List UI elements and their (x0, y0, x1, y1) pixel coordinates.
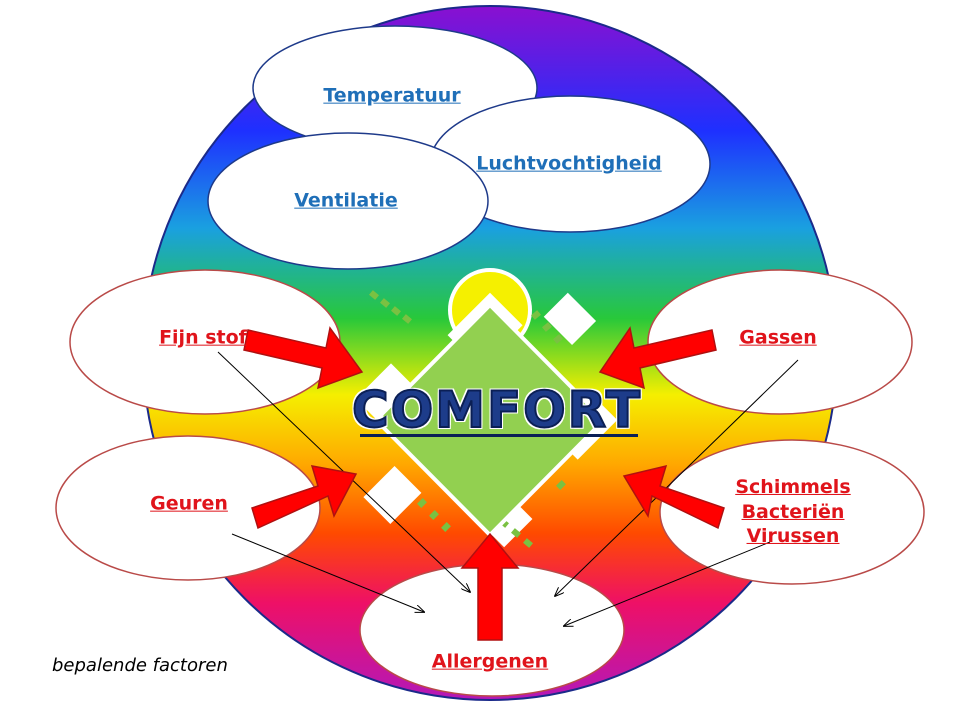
factor-ventilatie: Ventilatie (294, 189, 398, 212)
factor-schimmels: Schimmels (735, 475, 851, 498)
connector-gassen (555, 359, 799, 596)
factor-fijn-stof: Fijn stof (159, 326, 247, 349)
arrow-allergenen (460, 532, 520, 641)
arrow-fijn-stof (243, 326, 364, 390)
factor-group-microbes: Schimmels Bacteriën Virussen (723, 475, 863, 549)
factor-temperatuur: Temperatuur (323, 84, 461, 107)
arrow-gassen (598, 326, 717, 390)
ellipse-ventilatie (207, 132, 489, 270)
factor-luchtvochtigheid: Luchtvochtigheid (476, 152, 662, 175)
connector-geuren (231, 533, 424, 612)
arrow-schimmels (622, 464, 725, 530)
ellipse-gassen (647, 269, 913, 415)
factor-bacterien: Bacteriën (741, 500, 845, 523)
factor-geuren: Geuren (150, 492, 228, 515)
factor-virussen: Virussen (746, 525, 840, 548)
ellipse-schimmels (659, 439, 925, 585)
center-label-comfort: COMFORT (351, 380, 642, 440)
ellipse-geuren (55, 435, 321, 581)
factor-allergenen: Allergenen (431, 650, 549, 673)
arrow-geuren (251, 465, 358, 530)
connector-schimmels (564, 541, 771, 626)
footnote: bepalende factoren (52, 655, 228, 676)
factor-gassen: Gassen (739, 326, 817, 349)
center-label-underline (360, 434, 638, 437)
